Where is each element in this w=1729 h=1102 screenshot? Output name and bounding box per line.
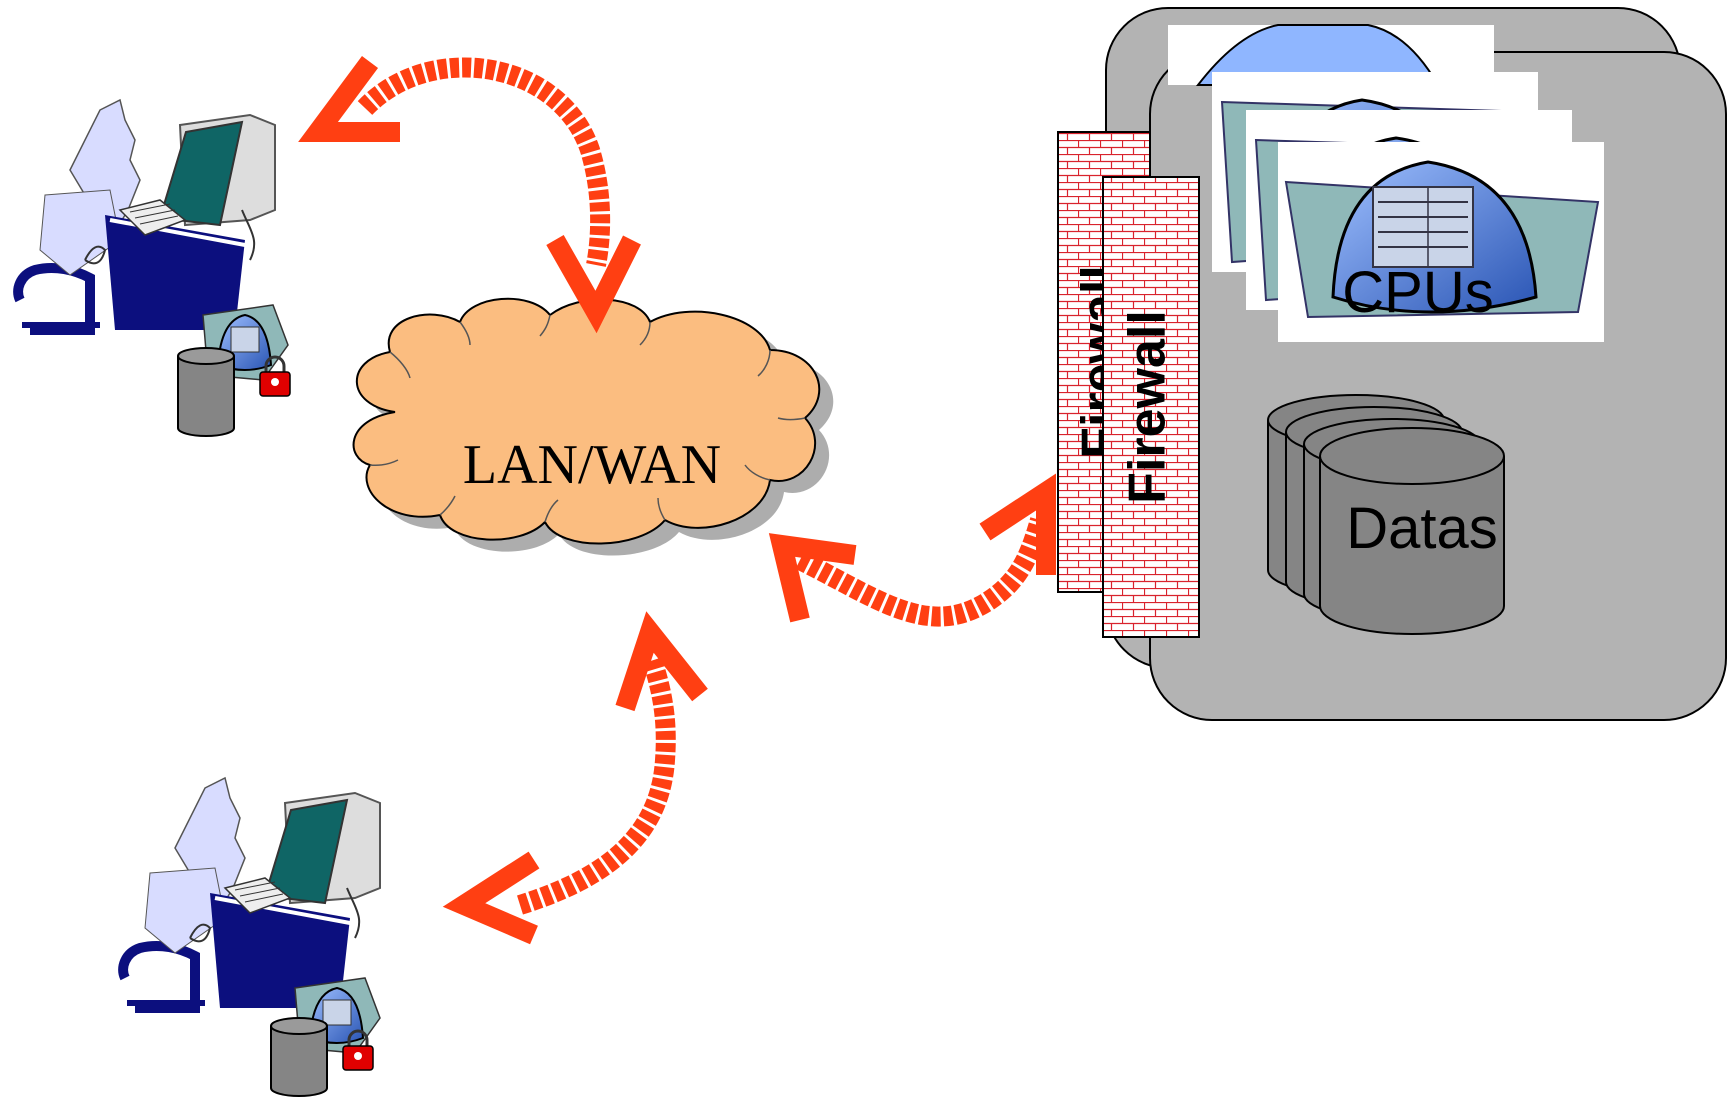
datas-label: Datas <box>1346 496 1498 561</box>
cloud-icon: LAN/WAN <box>352 297 834 556</box>
firewall-icon <box>1102 176 1200 638</box>
arrow-bottom-user-cloud <box>517 656 676 915</box>
lock-icon <box>342 1029 374 1071</box>
cpu-stack: CPUs <box>1168 24 1604 342</box>
arrow-top-user-cloud <box>357 57 611 267</box>
server-cpu-icon <box>1278 142 1604 342</box>
database-icon <box>177 347 235 437</box>
firewall-front: Firewall <box>1102 176 1200 638</box>
arrow-head <box>546 235 641 334</box>
database-icon <box>270 1017 328 1097</box>
arrow-head <box>979 473 1056 575</box>
database-icon <box>1319 427 1505 635</box>
database-stack: Datas <box>1267 394 1505 635</box>
cpus-label: CPUs <box>1342 260 1493 325</box>
arrow-head <box>298 56 400 142</box>
arrow-head <box>615 611 708 712</box>
lock-icon <box>259 355 291 397</box>
user-workstation-top <box>13 98 291 437</box>
user-workstation-icon <box>118 776 381 1013</box>
user-workstation-icon <box>13 98 276 335</box>
arrow-cloud-firewall <box>795 517 1050 627</box>
server-cluster: CPUs Datas <box>1105 7 1727 721</box>
cloud-label: LAN/WAN <box>463 434 721 496</box>
arrow-head <box>768 533 857 623</box>
connection-arrows <box>298 56 1056 945</box>
firewall-front-label: Firewall <box>1119 310 1177 504</box>
arrow-head <box>442 851 540 945</box>
user-workstation-bottom <box>118 776 381 1097</box>
